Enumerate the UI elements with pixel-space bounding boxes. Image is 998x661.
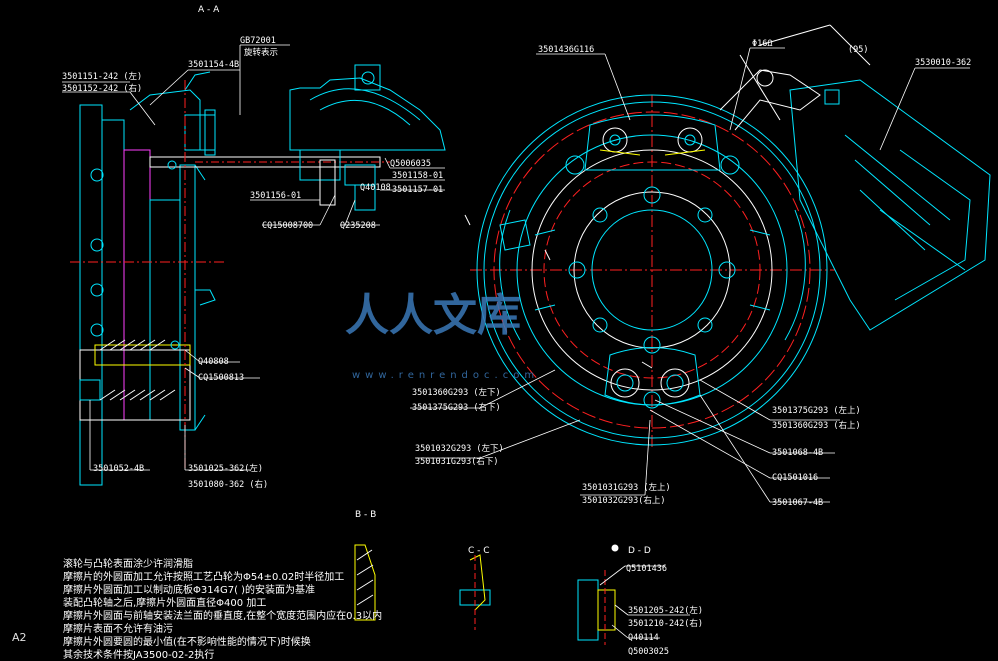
part-label: 3501156-01 [250, 191, 301, 201]
part-label: CQ15008700 [262, 221, 313, 231]
part-label: 3501067-4B [772, 498, 823, 508]
note-line: 摩擦片外圆面加工以制动底板Φ314G7( )的安装面为基准 [63, 583, 315, 596]
section-aa-view [70, 64, 446, 486]
brake-assembly-view [464, 24, 991, 450]
part-label: 3501025-362(左) [188, 463, 263, 474]
part-label: 3501152-242 (右) [62, 83, 142, 94]
part-label: 3501032G293 (左下) [415, 443, 504, 454]
part-label: 3501360G293 (左下) [412, 387, 501, 398]
section-titles: A - A B - B C - C D - D [198, 5, 651, 556]
note-line: 其余技术条件按JA3500-02-2执行 [63, 648, 214, 661]
leader-lines [62, 44, 970, 639]
detail-bb [354, 544, 376, 621]
part-label: CQ1501016 [772, 473, 818, 483]
part-label: 3501157-01 [392, 185, 443, 195]
section-aa-title: A - A [198, 5, 220, 15]
part-label: 3501068-4B [772, 448, 823, 458]
dimension-label: (95) [848, 45, 868, 55]
part-label: Q5003025 [628, 647, 669, 657]
part-label: 3501080-362 (右) [188, 479, 268, 490]
part-label: CQ1500813 [198, 373, 244, 383]
section-dd-title: D - D [628, 546, 651, 556]
part-label: Q5101436 [626, 564, 667, 574]
sheet-size-label: A2 [12, 631, 27, 644]
watermark-url: www.renrendoc.com [352, 370, 539, 381]
note-line: 装配凸轮轴之后,摩擦片外圆面直径Φ400 加工 [63, 596, 266, 609]
part-label: Q40114 [628, 633, 659, 643]
note-line: 摩擦片的外圆面加工允许按照工艺凸轮为Φ54±0.02时半径加工 [63, 570, 344, 583]
part-label: 3501031G293 (左上) [582, 482, 671, 493]
part-label: Q5006035 [390, 159, 431, 169]
watermark-logo: 人人文库 www.renrendoc.com [345, 290, 539, 381]
note-line: 摩擦片外圆要圆的最小值(在不影响性能的情况下)时候换 [63, 635, 311, 648]
section-cc-title: C - C [468, 546, 490, 556]
detail-cc [459, 554, 491, 630]
part-label: 3501360G293 (右上) [772, 420, 861, 431]
detail-dd [577, 544, 619, 645]
right-part-labels: 3501436G116 Φ16Ω (95) 3530010-362 350136… [412, 39, 971, 508]
part-label: 3501032G293(右上) [582, 495, 666, 506]
part-label: 3501158-01 [392, 171, 443, 181]
part-label: 旋转表示 [244, 47, 278, 58]
section-bb-title: B - B [355, 510, 376, 520]
part-label: Φ16Ω [752, 39, 772, 49]
note-line: 摩擦片外圆面与前轴安装法兰面的垂直度,在整个宽度范围内应在0.3以内 [63, 609, 382, 622]
part-label: 3501205-242(左) [628, 605, 703, 616]
part-label: Q235208 [340, 221, 376, 231]
left-part-labels: 3501151-242 (左) 3501152-242 (右) 3501154-… [62, 36, 443, 490]
part-label: GB72001 [240, 36, 276, 46]
part-label: 3501151-242 (左) [62, 71, 142, 82]
detail-labels: Q5101436 3501205-242(左) 3501210-242(右) Q… [626, 564, 703, 657]
watermark-text: 人人文库 [345, 290, 521, 341]
part-label: 3530010-362 [915, 58, 971, 68]
part-label: Q40808 [198, 357, 229, 367]
part-label: 3501436G116 [538, 45, 594, 55]
part-label: 3501031G293(右下) [415, 456, 499, 467]
note-line: 滚轮与凸轮表面涂少许润滑脂 [63, 557, 193, 570]
part-label: 3501375G293 (左上) [772, 405, 861, 416]
part-label: 3501375G293 (右下) [412, 402, 501, 413]
technical-notes: 滚轮与凸轮表面涂少许润滑脂 摩擦片的外圆面加工允许按照工艺凸轮为Φ54±0.02… [63, 557, 382, 661]
part-label: Q40108 [360, 183, 391, 193]
part-label: 3501210-242(右) [628, 618, 703, 629]
part-label: 3501154-4B [188, 60, 239, 70]
part-label: 3501052-4B [93, 464, 144, 474]
note-line: 摩擦片表面不允许有油污 [63, 622, 173, 635]
